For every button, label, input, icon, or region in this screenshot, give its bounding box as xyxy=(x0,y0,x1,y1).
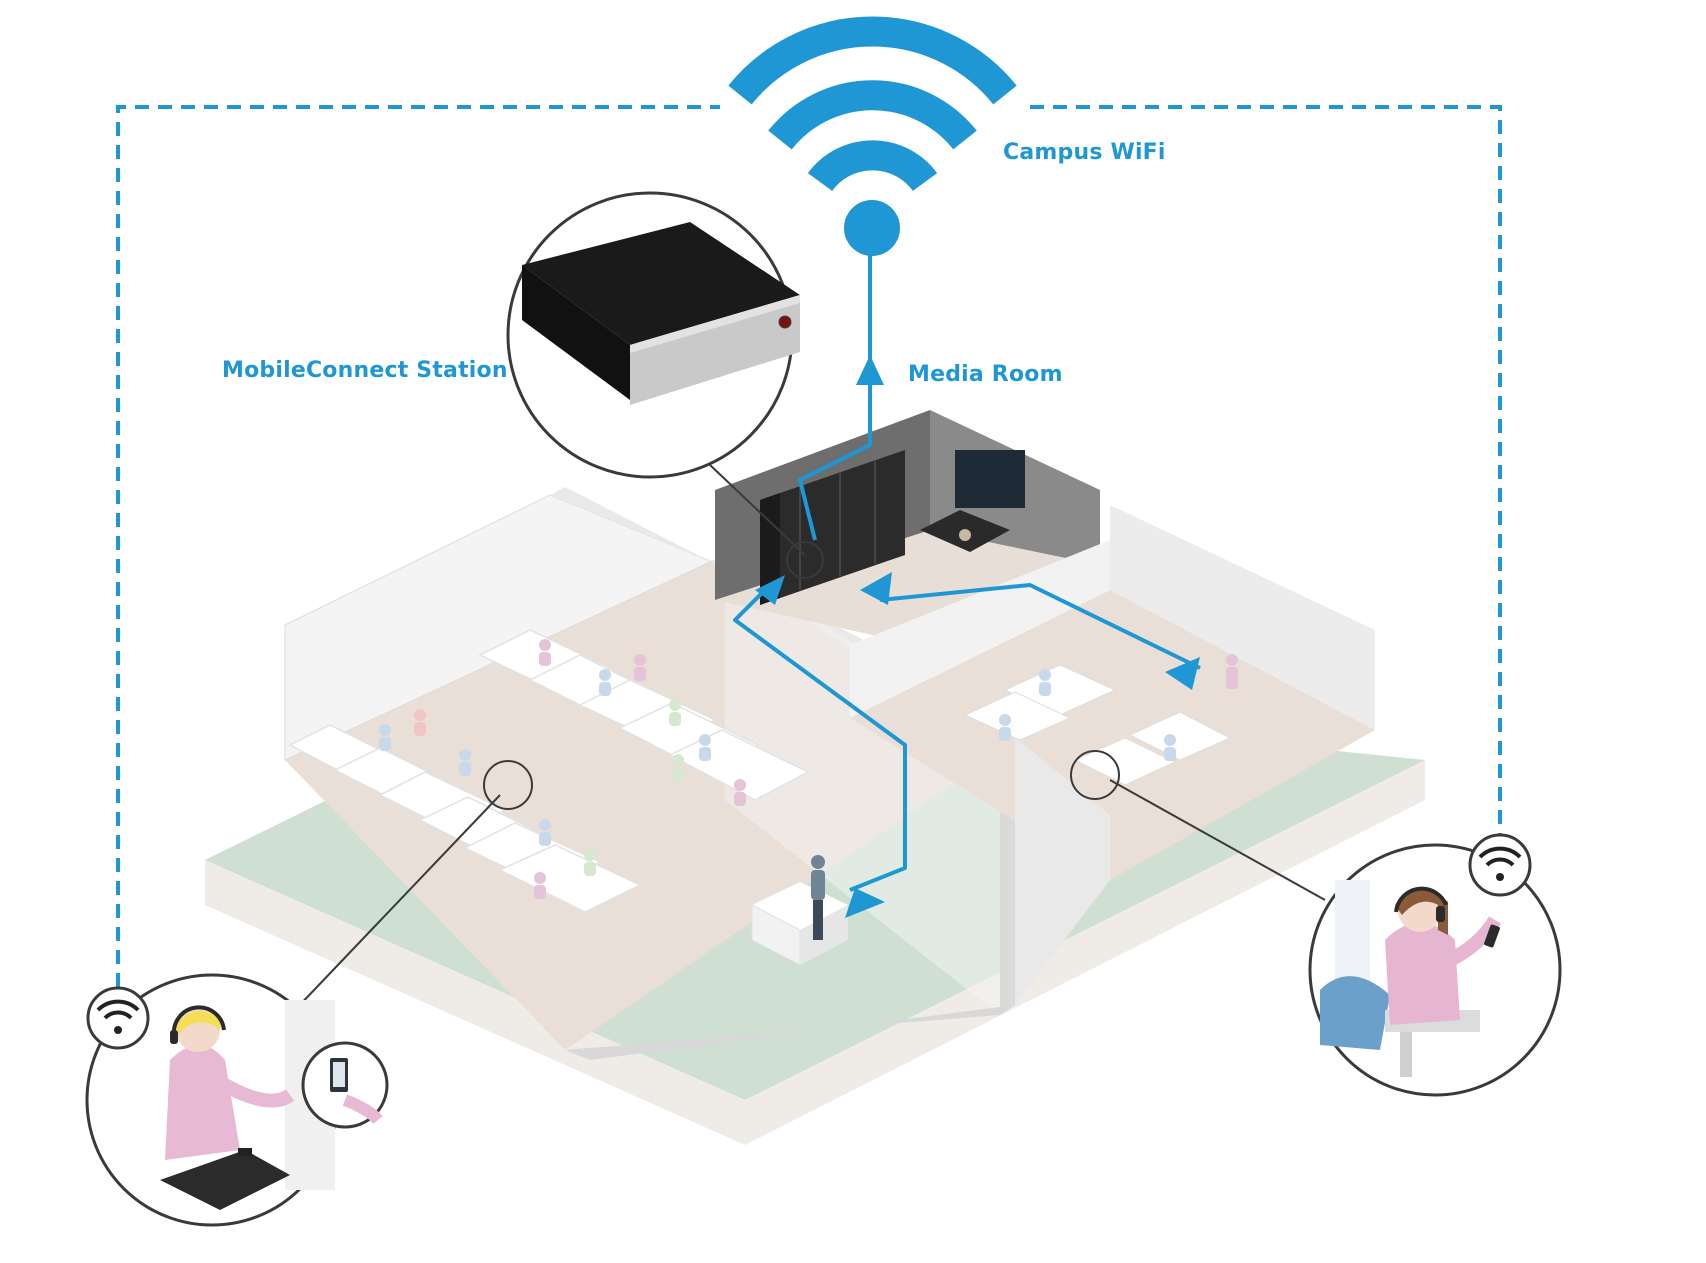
left-callout-line xyxy=(294,794,501,1011)
wifi-badge-right xyxy=(1468,833,1532,897)
left-zoom-pointer xyxy=(483,760,533,810)
station-callout-line xyxy=(709,464,806,556)
student-zoom-right xyxy=(1308,843,1562,1097)
phone-zoom-left xyxy=(301,1041,389,1129)
building-floorplan xyxy=(205,410,1425,1145)
signal-arrowheads xyxy=(755,355,1200,918)
station-zoom-pointer xyxy=(786,541,824,579)
wifi-network-boundary xyxy=(116,105,1502,1010)
student-zoom-left xyxy=(85,973,339,1227)
seminar-tables xyxy=(963,664,1232,786)
mobileconnect-station-zoom xyxy=(506,191,800,479)
wifi-icon xyxy=(1478,846,1522,867)
lecturer xyxy=(811,855,825,940)
media-room-display xyxy=(955,450,1025,508)
arrow-left-icon xyxy=(1165,657,1200,690)
power-button xyxy=(778,315,792,329)
audio-signal-path xyxy=(733,255,1201,892)
seminar-room-right-wall xyxy=(1110,505,1375,730)
server-racks xyxy=(760,450,905,605)
wifi-icon xyxy=(96,999,140,1020)
arrow-left-icon xyxy=(860,572,892,605)
media-room-operator xyxy=(959,529,971,541)
arrow-right-icon xyxy=(845,888,885,918)
right-zoom-pointer xyxy=(1070,750,1120,800)
media-room-floor xyxy=(715,530,1110,650)
arrow-up-icon xyxy=(856,355,884,385)
seminar-room-back-wall xyxy=(850,540,1110,718)
seminar-room-floor xyxy=(850,590,1375,880)
audience-people xyxy=(379,639,1238,940)
wifi-access-point xyxy=(844,200,900,256)
campus-wifi-label: Campus WiFi xyxy=(1003,140,1166,165)
wifi-icon xyxy=(728,16,1017,192)
mobileconnect-station-label: MobileConnect Station xyxy=(222,358,508,383)
right-callout-line xyxy=(1109,779,1326,901)
seminar-room-front-wall xyxy=(1015,737,1110,1005)
arrow-left-icon xyxy=(755,575,785,605)
media-room-label: Media Room xyxy=(908,362,1063,387)
wifi-badge-left xyxy=(86,986,150,1050)
